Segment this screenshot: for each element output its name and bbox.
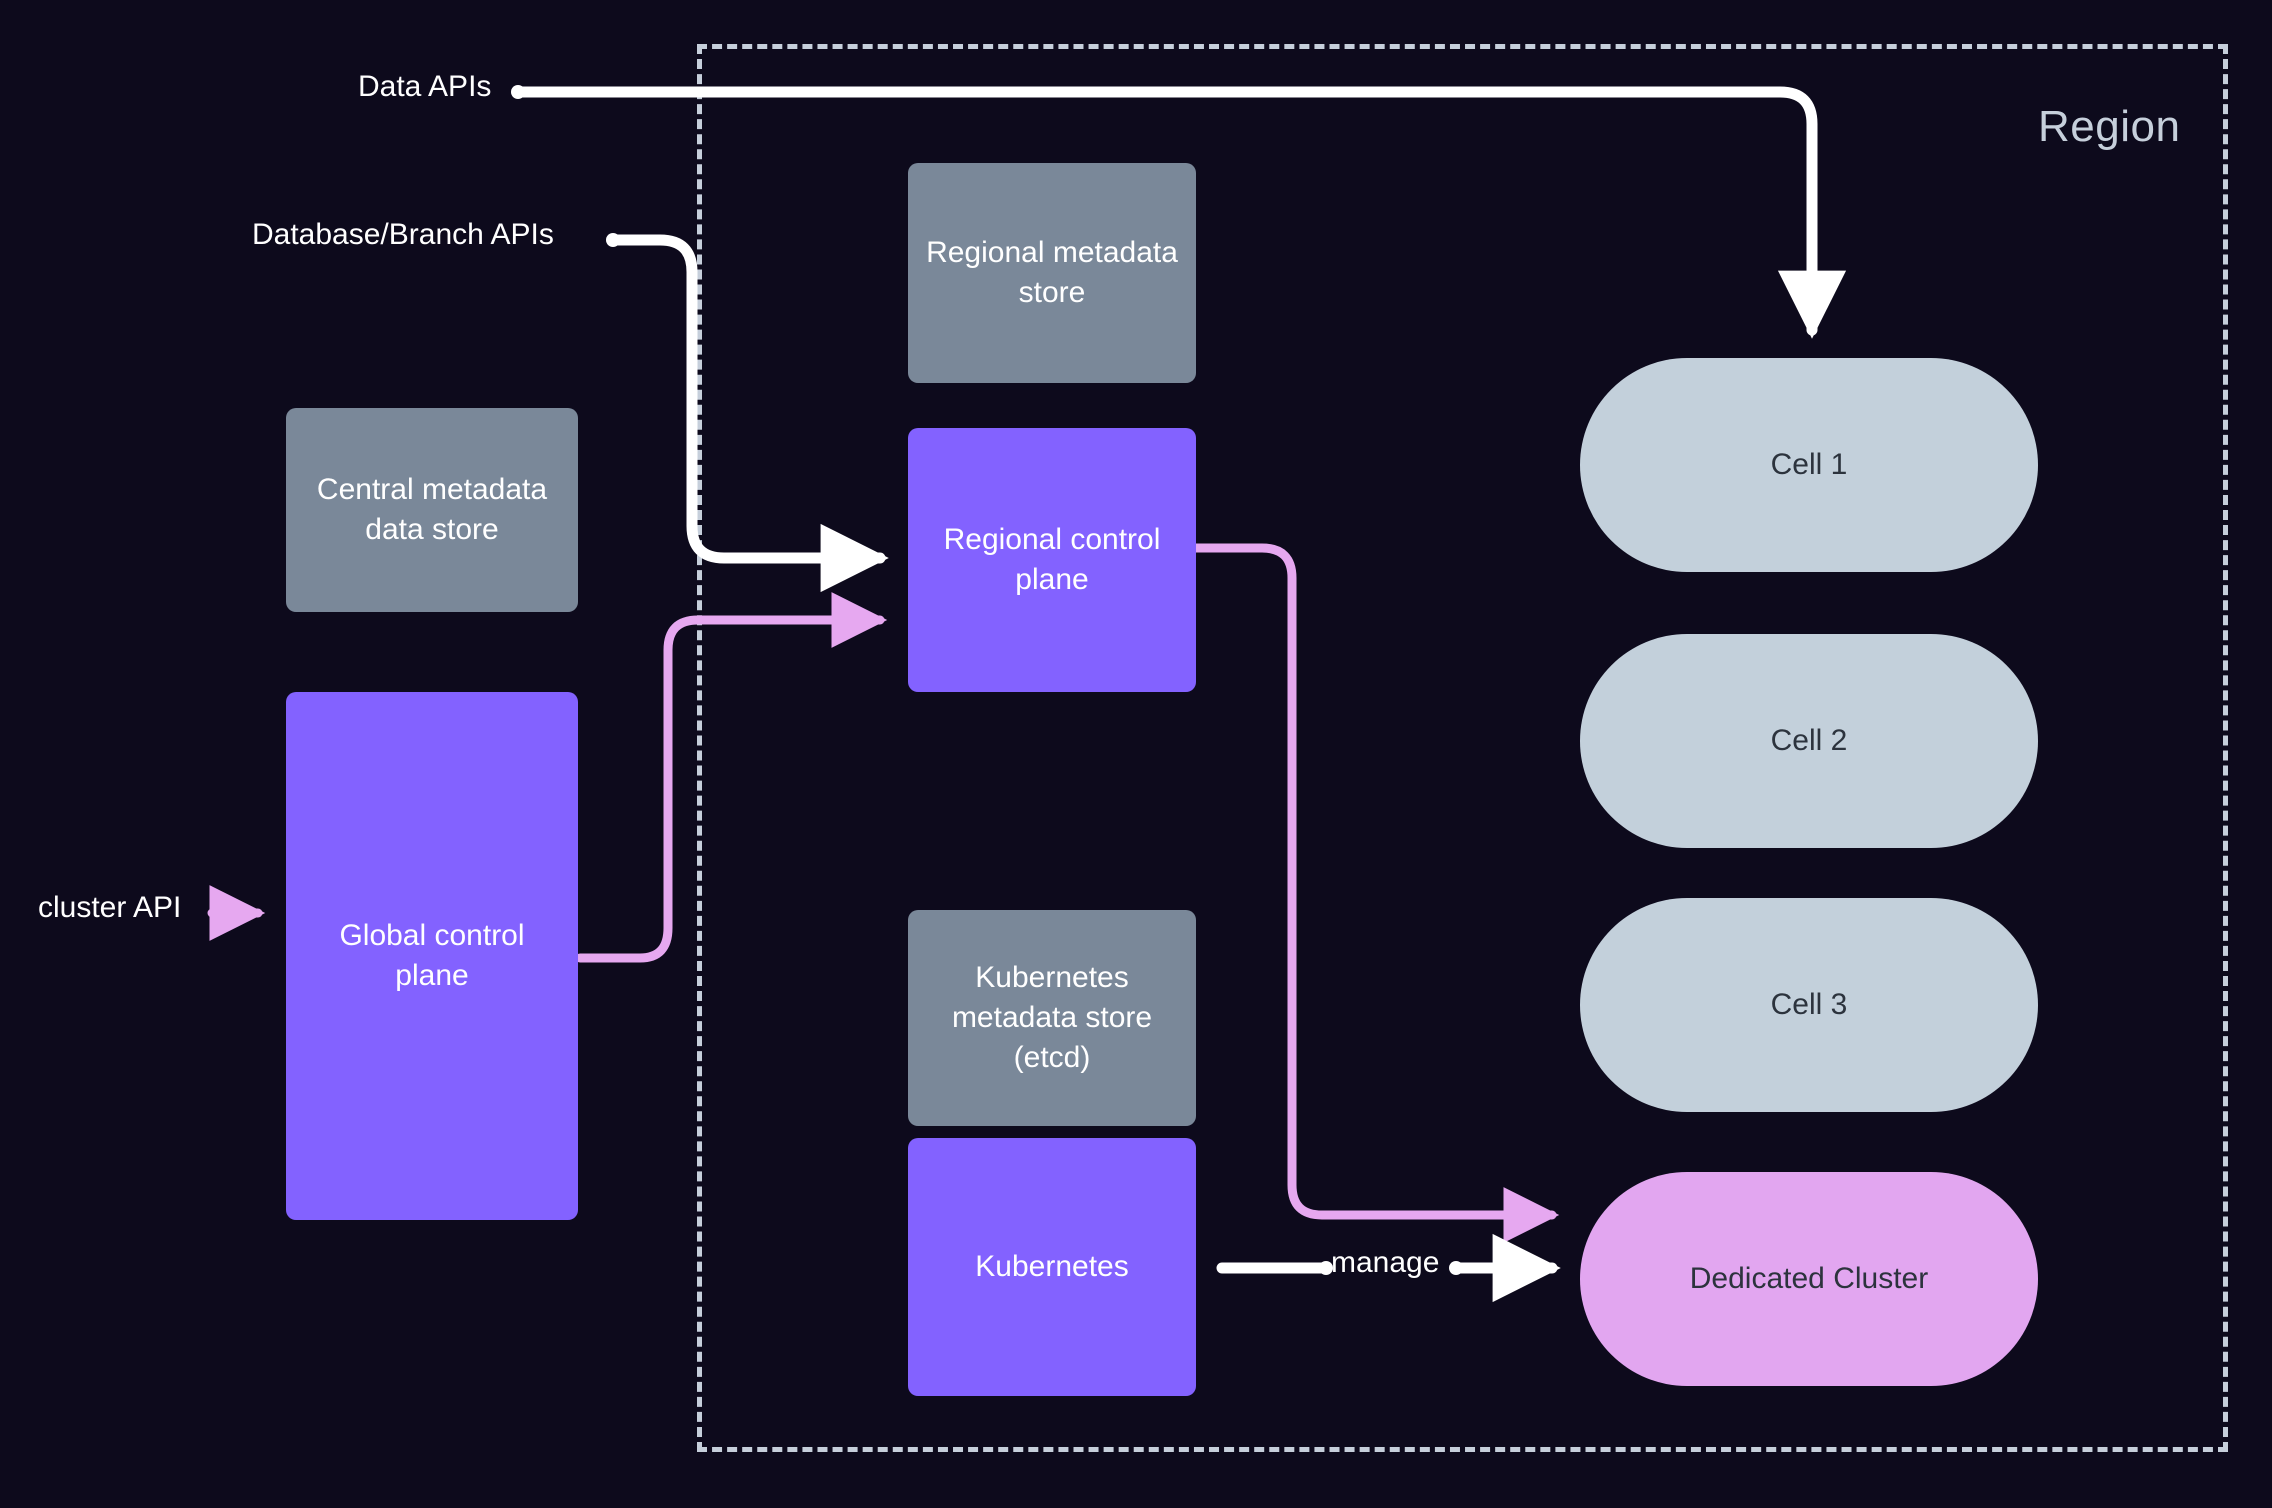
node-label: Dedicated Cluster xyxy=(1689,1262,1929,1295)
edge-label-manage: manage xyxy=(1331,1246,1440,1279)
region-label: Region xyxy=(2038,102,2181,151)
node-dedicated-cluster[interactable]: Dedicated Cluster xyxy=(1580,1172,2038,1386)
node-label: Central metadata data store xyxy=(316,473,548,546)
node-global-control-plane[interactable]: Global control plane xyxy=(286,692,578,1220)
node-cell-1[interactable]: Cell 1 xyxy=(1580,358,2038,572)
node-cell-3[interactable]: Cell 3 xyxy=(1580,898,2038,1112)
node-central-metadata-data-store[interactable]: Central metadata data store xyxy=(286,408,578,612)
node-regional-metadata-store[interactable]: Regional metadata store xyxy=(908,163,1196,383)
node-regional-control-plane[interactable]: Regional control plane xyxy=(908,428,1196,692)
edge-label-database-branch-apis: Database/Branch APIs xyxy=(252,218,554,251)
node-cell-2[interactable]: Cell 2 xyxy=(1580,634,2038,848)
node-label: Cell 2 xyxy=(1770,724,1848,757)
edge-dot-data-apis xyxy=(511,85,525,99)
edge-label-data-apis: Data APIs xyxy=(358,70,492,103)
edge-dot-database-branch-apis xyxy=(606,233,620,247)
node-label: Kubernetes xyxy=(975,1250,1129,1284)
node-label: Cell 3 xyxy=(1770,988,1848,1021)
node-label: Regional control plane xyxy=(943,523,1161,596)
node-label: Cell 1 xyxy=(1770,448,1848,481)
node-label: Regional metadata store xyxy=(926,236,1178,309)
node-kubernetes-metadata-store[interactable]: Kubernetes metadata store (etcd) xyxy=(908,910,1196,1126)
node-label: Global control plane xyxy=(339,919,525,992)
node-label: Kubernetes metadata store (etcd) xyxy=(951,961,1153,1074)
edge-label-cluster-api: cluster API xyxy=(38,891,182,924)
node-kubernetes[interactable]: Kubernetes xyxy=(908,1138,1196,1396)
